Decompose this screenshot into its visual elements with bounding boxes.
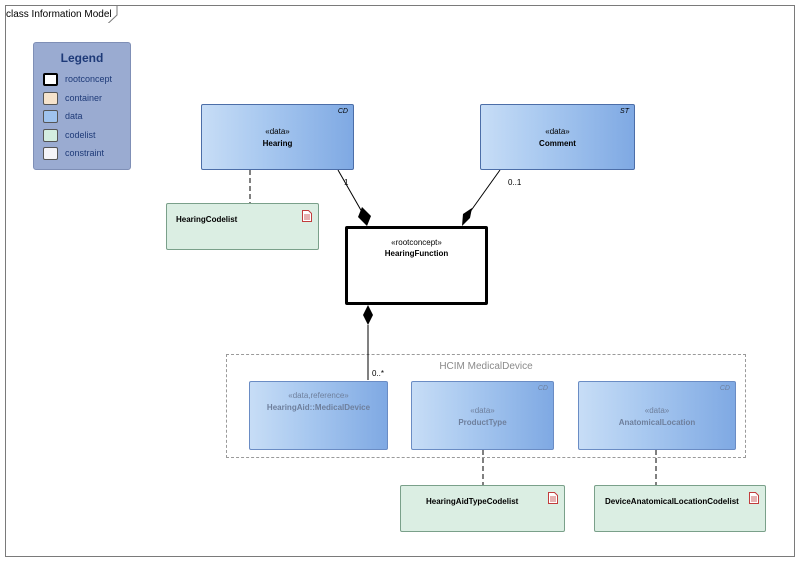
codelist-name: HearingCodelist	[176, 215, 238, 224]
datatype-label: ST	[620, 108, 629, 115]
class-anatomical-location[interactable]: CD «data» AnatomicalLocation	[578, 381, 736, 450]
multiplicity-comment: 0..1	[508, 178, 522, 187]
package-hcim-medicaldevice[interactable]: HCIM MedicalDevice	[226, 354, 746, 458]
datatype-label: CD	[337, 108, 348, 115]
diagram-frame	[5, 5, 795, 557]
legend-label: data	[65, 111, 83, 121]
stereotype-label: «rootconcept»	[391, 238, 442, 247]
class-hearing-function[interactable]: «rootconcept» HearingFunction	[345, 226, 488, 305]
legend-swatch	[43, 129, 58, 142]
codelist-name: HearingAidTypeCodelist	[426, 497, 519, 506]
class-name: HearingAid::MedicalDevice	[266, 403, 371, 412]
class-product-type[interactable]: CD «data» ProductType	[411, 381, 554, 450]
legend-swatch	[43, 73, 58, 86]
class-name: AnatomicalLocation	[618, 418, 696, 427]
frame-title: class Information Model	[6, 9, 112, 20]
datatype-label: CD	[719, 385, 730, 392]
datatype-label: CD	[537, 385, 548, 392]
codelist-name: DeviceAnatomicalLocationCodelist	[605, 497, 739, 506]
legend: Legend rootconcept container data codeli…	[33, 42, 131, 170]
codelist-hearing[interactable]: HearingCodelist	[166, 203, 319, 250]
document-icon	[302, 210, 312, 222]
class-comment[interactable]: ST «data» Comment	[480, 104, 635, 170]
legend-label: rootconcept	[65, 74, 113, 84]
multiplicity-hearing: 1	[344, 178, 349, 187]
stereotype-label: «data»	[644, 406, 670, 415]
class-name: Hearing	[262, 139, 293, 148]
class-name: HearingFunction	[384, 249, 449, 258]
legend-swatch	[43, 110, 58, 123]
legend-title: Legend	[60, 51, 104, 65]
class-name: Comment	[539, 139, 576, 148]
legend-swatch	[43, 92, 58, 105]
legend-label: container	[65, 93, 103, 103]
legend-label: constraint	[65, 148, 105, 158]
association-comment	[469, 169, 501, 213]
document-icon	[548, 492, 558, 504]
stereotype-label: «data,reference»	[288, 391, 349, 400]
legend-swatch	[43, 147, 58, 160]
composition-diamond-medicaldevice	[363, 305, 373, 325]
multiplicity-medical-device: 0..*	[372, 369, 385, 378]
composition-diamond-hearing	[358, 207, 371, 226]
class-medical-device[interactable]: «data,reference» HearingAid::MedicalDevi…	[249, 381, 388, 450]
legend-label: codelist	[65, 130, 96, 140]
stereotype-label: «data»	[265, 127, 290, 136]
composition-diamond-comment	[462, 208, 472, 226]
codelist-hearing-aid-type[interactable]: HearingAidTypeCodelist	[400, 485, 565, 532]
class-name: ProductType	[458, 418, 507, 427]
codelist-device-anatomical-location[interactable]: DeviceAnatomicalLocationCodelist	[594, 485, 766, 532]
package-title: HCIM MedicalDevice	[439, 361, 533, 372]
association-hearing	[337, 169, 363, 213]
frame-title-tab	[5, 5, 118, 23]
stereotype-label: «data»	[545, 127, 570, 136]
stereotype-label: «data»	[470, 406, 495, 415]
document-icon	[749, 492, 759, 504]
class-hearing[interactable]: CD «data» Hearing	[201, 104, 354, 170]
